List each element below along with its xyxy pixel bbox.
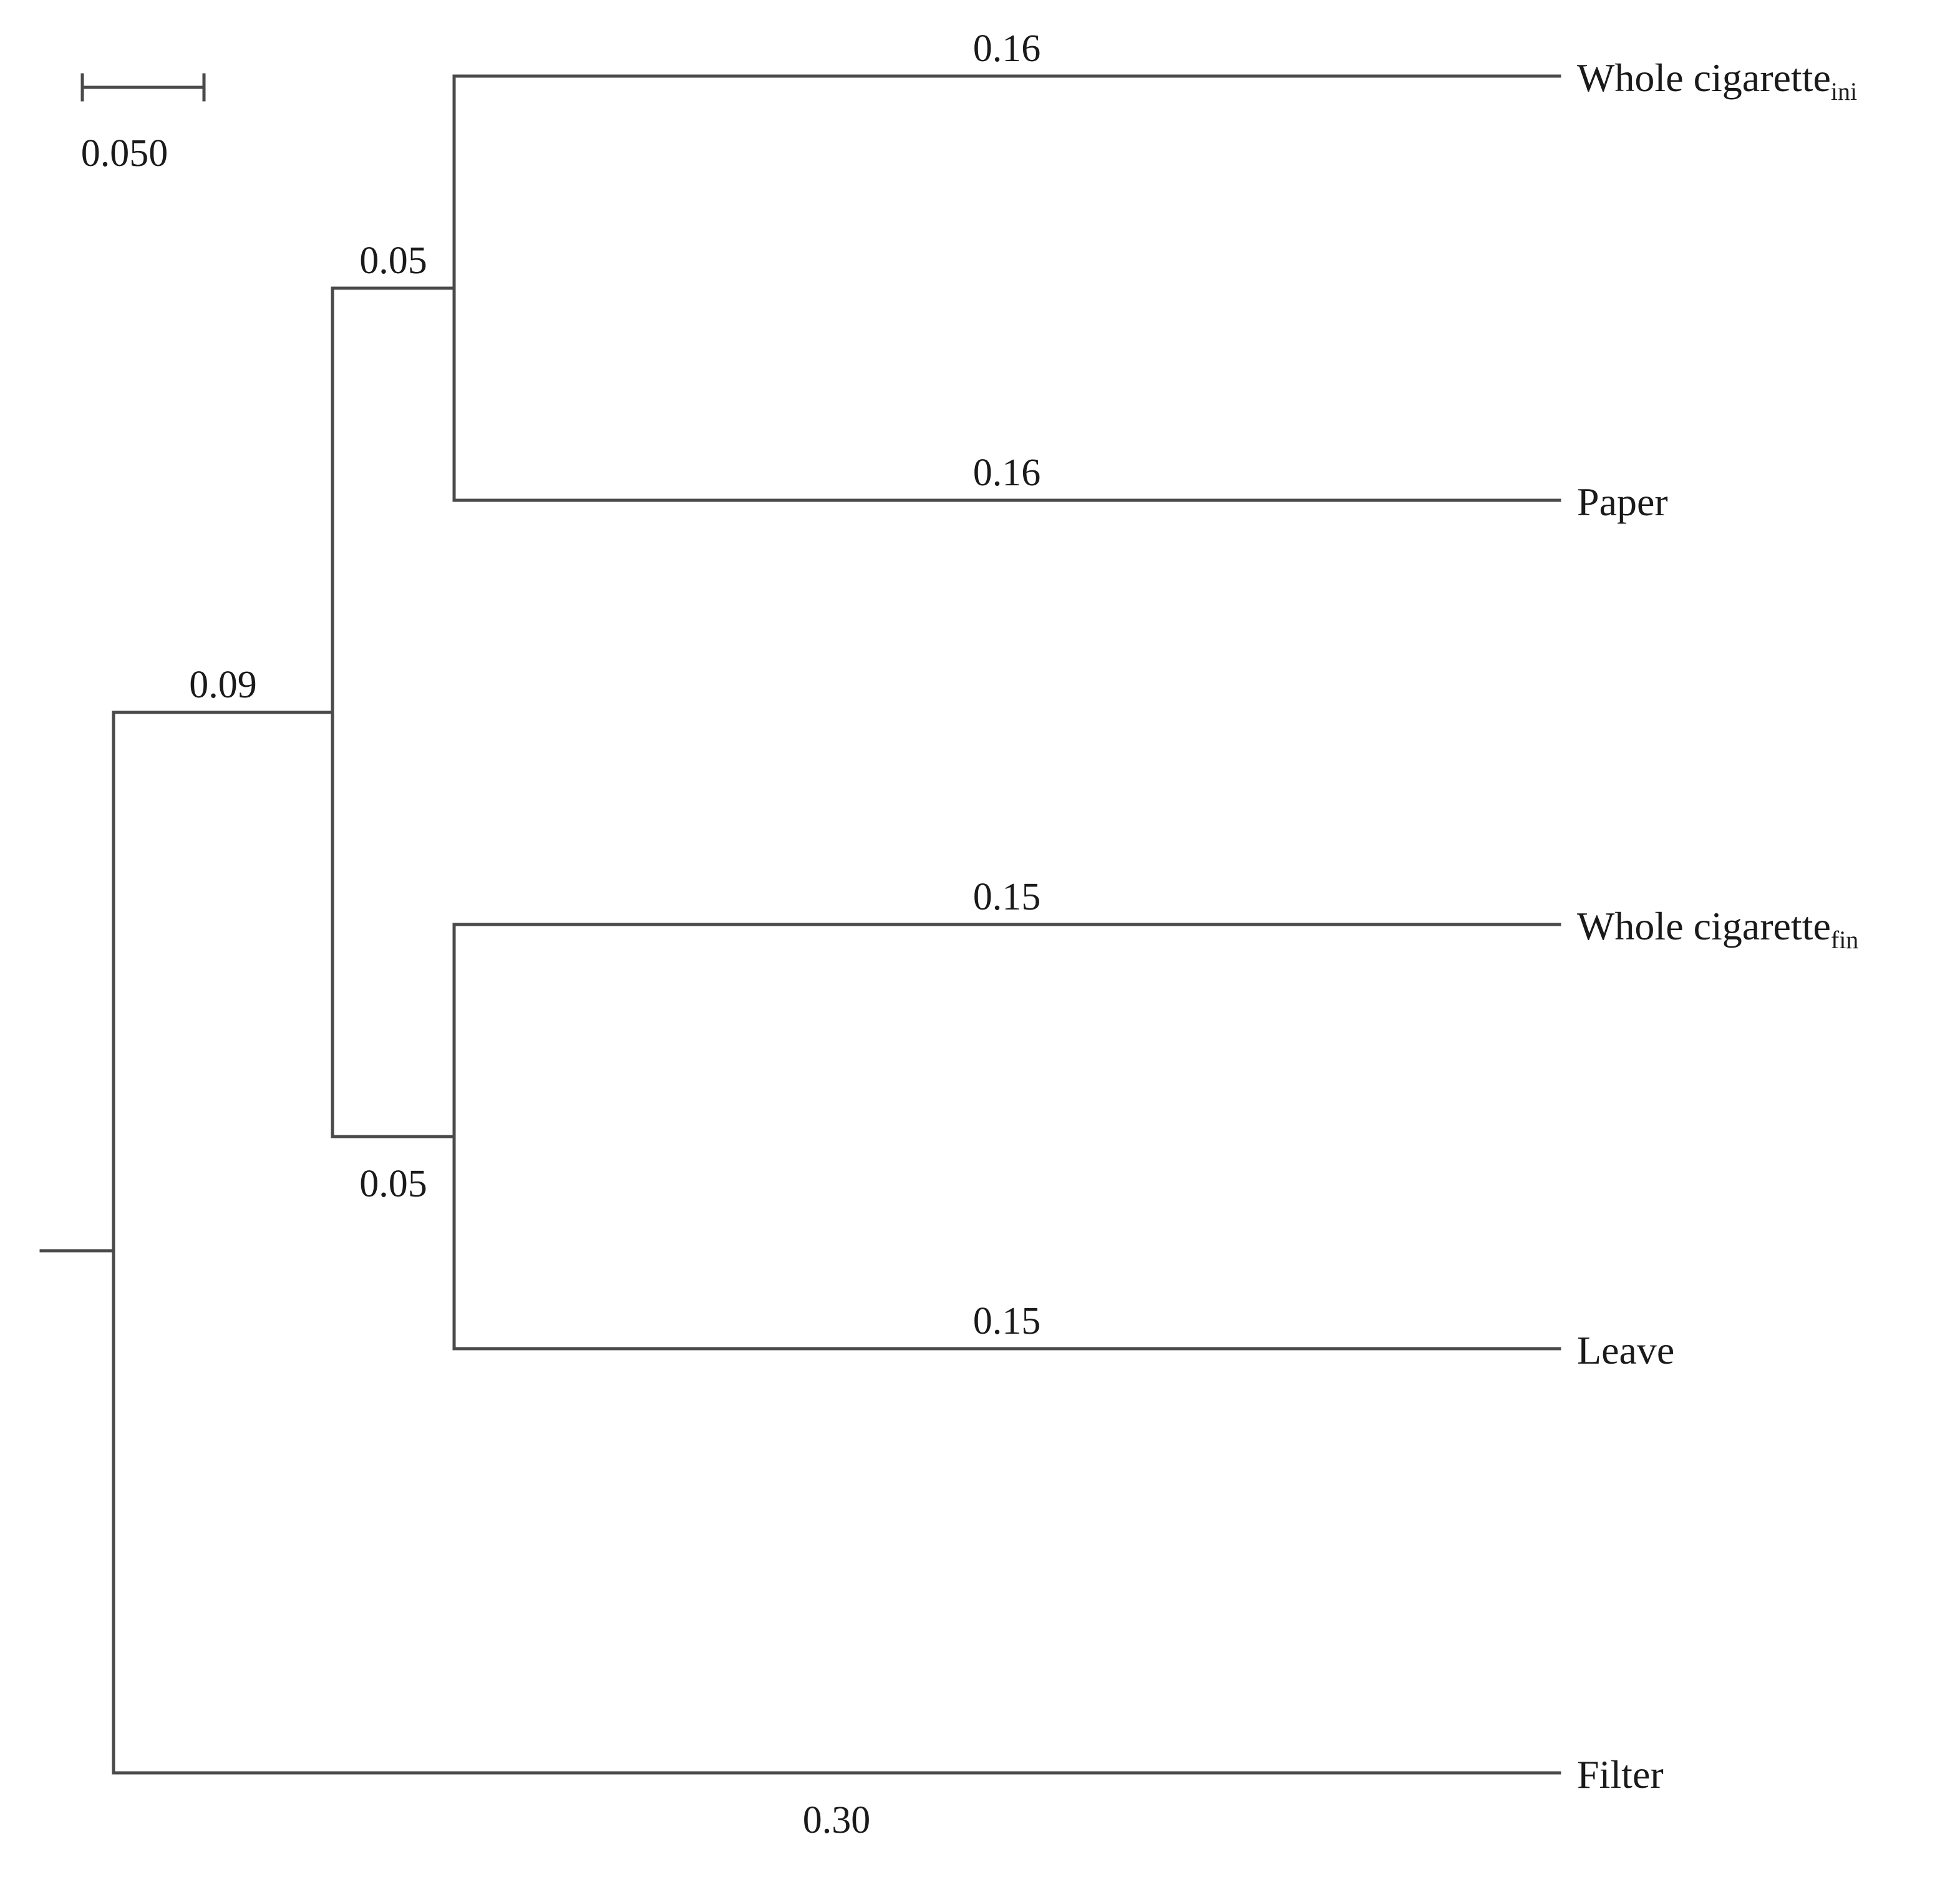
leaf-label-leave: Leave — [1577, 1328, 1674, 1372]
branch-length-label: 0.09 — [189, 664, 257, 706]
branch-length-label: 0.30 — [803, 1799, 871, 1841]
leaf-label-paper: Paper — [1577, 480, 1668, 524]
leaf-label-subscript: ini — [1831, 77, 1857, 105]
leaf-label-whole-cigarette: Whole cigarettefin — [1577, 904, 1858, 954]
tree-branches — [39, 74, 1561, 1775]
branch-length-label: 0.05 — [359, 240, 427, 282]
branch-length-label: 0.15 — [973, 1300, 1041, 1342]
leaf-label-filter: Filter — [1577, 1752, 1664, 1797]
branch-length-label: 0.16 — [973, 27, 1041, 70]
branch-length-label: 0.05 — [359, 1163, 427, 1205]
scale-bar: 0.050 — [80, 73, 206, 175]
branch-length-label: 0.15 — [973, 876, 1041, 918]
leaf-label-whole-cigarette: Whole cigaretteini — [1577, 56, 1857, 105]
leaf-label-subscript: fin — [1831, 926, 1858, 954]
scale-bar-label: 0.050 — [81, 132, 168, 175]
branch-length-label: 0.16 — [973, 452, 1041, 494]
